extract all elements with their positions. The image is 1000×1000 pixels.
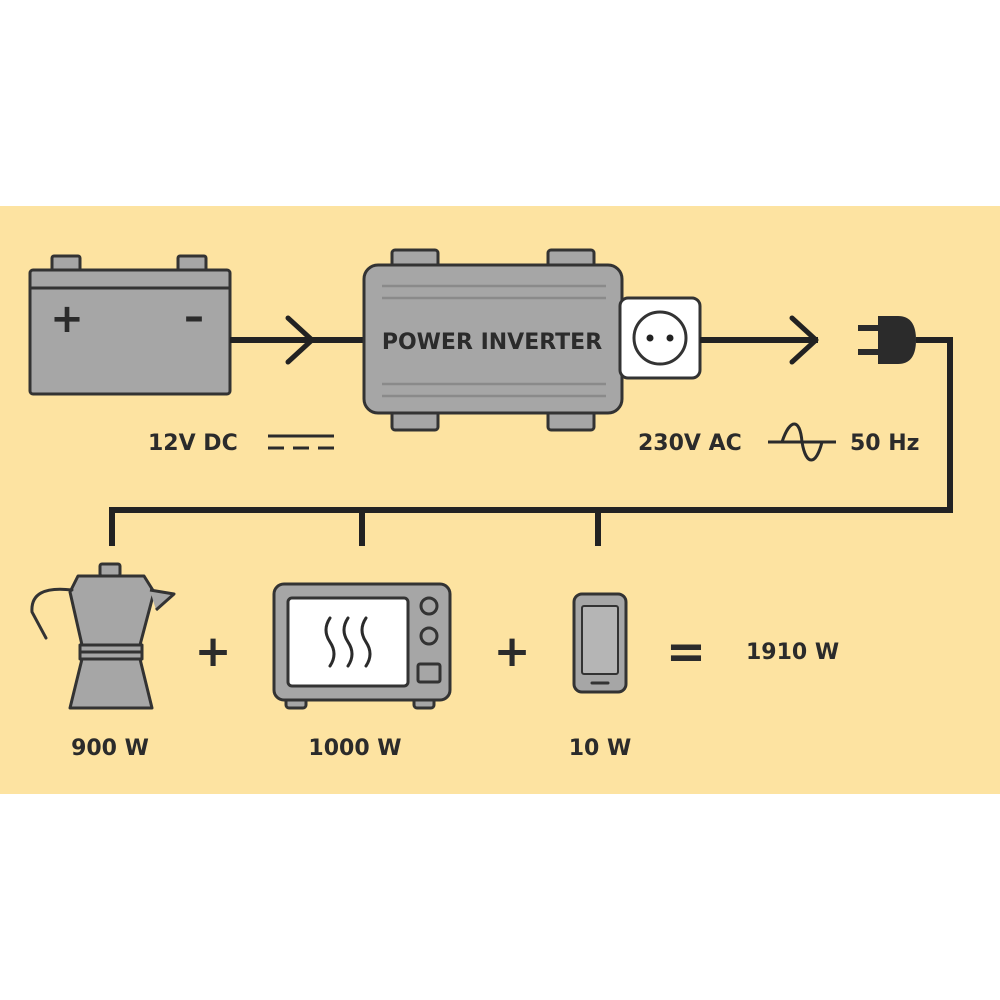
- smartphone-icon: [572, 592, 628, 694]
- microwave-watts: 1000 W: [308, 736, 401, 761]
- plus-operator-1: +: [195, 626, 232, 677]
- microwave-icon: [272, 582, 452, 710]
- dc-voltage-label: 12V DC: [148, 431, 238, 456]
- smartphone-watts: 10 W: [569, 736, 632, 761]
- ac-arrow: [700, 315, 819, 365]
- sine-wave-icon: [768, 422, 836, 462]
- battery-plus-sign: +: [50, 296, 84, 342]
- socket-icon: [618, 296, 702, 380]
- ac-voltage-label: 230V AC: [638, 431, 742, 456]
- battery-icon: [28, 254, 232, 396]
- equals-operator: =: [666, 624, 706, 680]
- dc-symbol-icon: [268, 434, 334, 450]
- moka-pot-icon: [30, 562, 176, 710]
- battery-minus-sign: –: [184, 294, 204, 340]
- plus-operator-2: +: [494, 626, 531, 677]
- moka-pot-watts: 900 W: [71, 736, 149, 761]
- dc-arrow: [230, 315, 366, 365]
- plug-icon: [858, 316, 916, 364]
- inverter-icon: [362, 248, 624, 432]
- distribution-wire: [109, 337, 953, 546]
- ac-frequency-label: 50 Hz: [850, 431, 920, 456]
- total-power-label: 1910 W: [746, 640, 839, 665]
- inverter-title: POWER INVERTER: [382, 330, 602, 355]
